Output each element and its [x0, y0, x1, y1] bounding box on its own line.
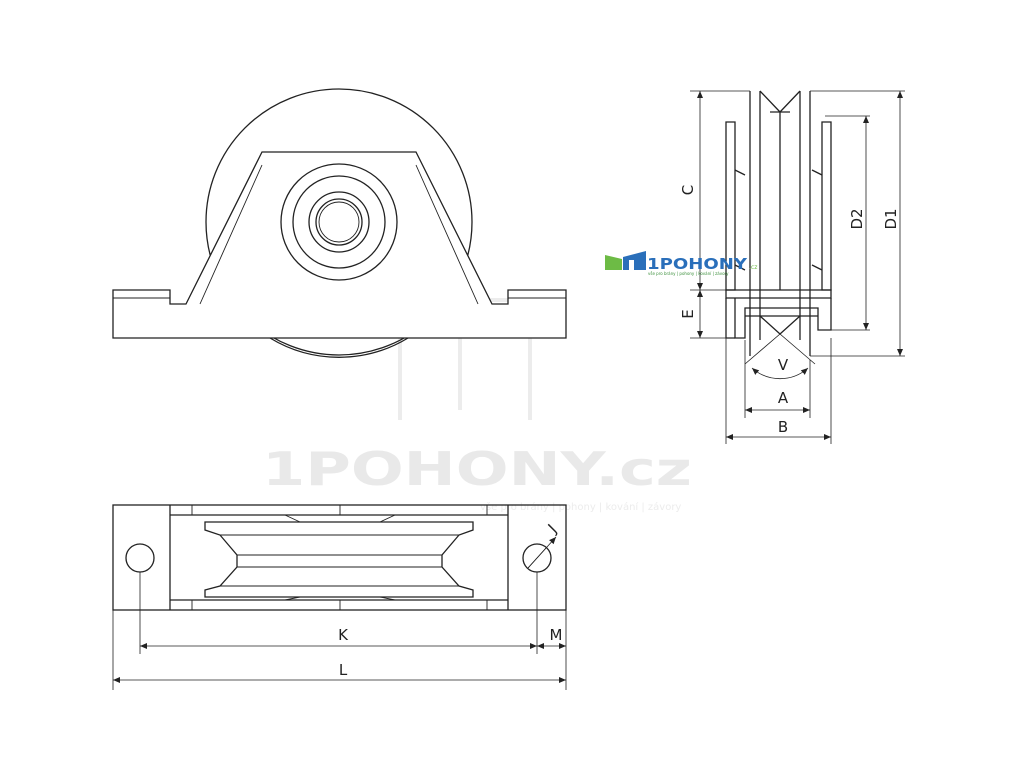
label-M: M [550, 626, 563, 644]
label-D2: D2 [848, 208, 866, 229]
dim-J-line [527, 536, 557, 569]
side-view: C E D2 D1 V A B [679, 90, 905, 444]
label-D1: D1 [882, 208, 900, 229]
logo-tagline: vše pro brány | pohony | kování | závory [648, 271, 729, 276]
label-J: J [544, 521, 561, 538]
mount-hole-left [125, 543, 155, 573]
label-K: K [338, 626, 349, 644]
watermark-text: 1POHONY.cz [262, 442, 692, 496]
logo-mark-icon [605, 255, 622, 270]
label-B: B [778, 418, 788, 436]
wheel-top [204, 521, 474, 598]
bearing-over-bracket [280, 163, 398, 281]
label-V: V [778, 356, 789, 374]
wheel-bottom-arc [269, 337, 409, 358]
base-plate [112, 504, 567, 611]
watermark-tagline: vše pro brány | pohony | kování | závory [480, 501, 681, 513]
brand-logo: 1POHONY .cz vše pro brány | pohony | kov… [605, 251, 757, 276]
label-C: C [679, 185, 697, 195]
wheel-outer [205, 88, 473, 356]
watermark: 1POHONY.cz vše pro brány | pohony | ková… [262, 288, 692, 513]
label-A: A [778, 389, 789, 407]
logo-suffix: .cz [749, 264, 757, 271]
logo-text: 1POHONY [647, 255, 748, 273]
label-L: L [339, 661, 348, 679]
front-view [112, 88, 567, 358]
label-E: E [679, 309, 697, 318]
top-view: J K M L [112, 504, 567, 690]
